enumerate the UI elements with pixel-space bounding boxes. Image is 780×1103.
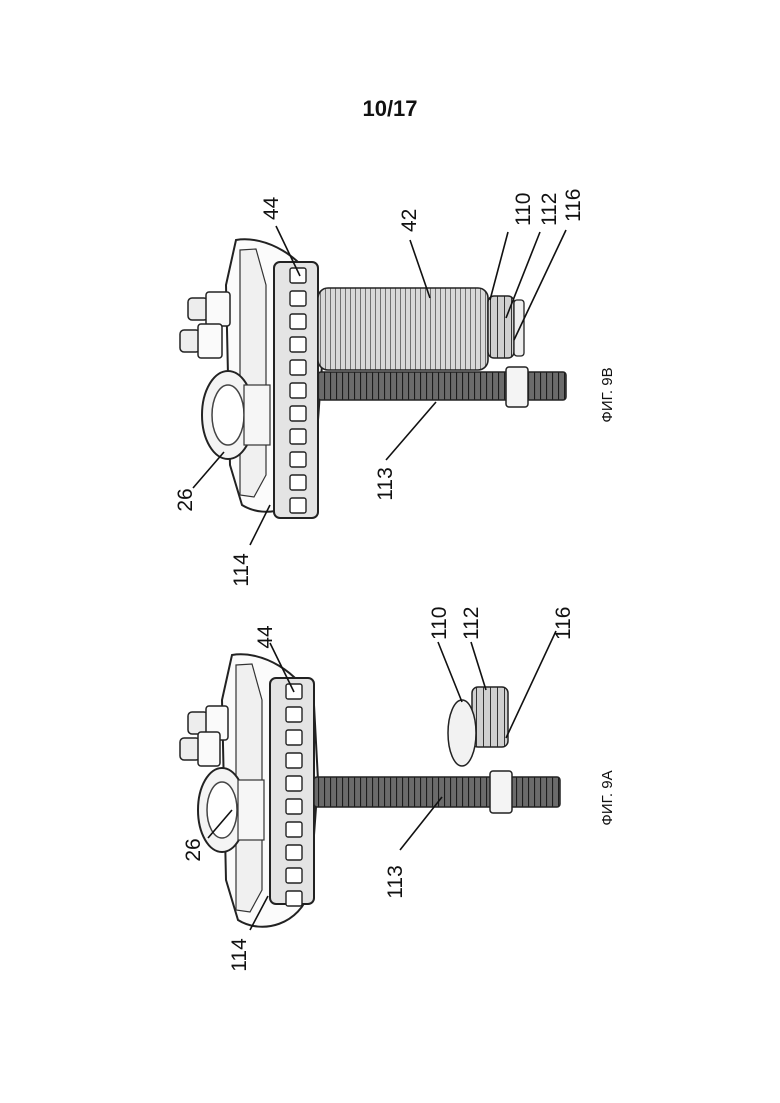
sprocket-tooth — [286, 707, 302, 722]
drive-knob — [180, 732, 220, 766]
ref-label-114: 114 — [230, 553, 253, 587]
spring — [472, 687, 508, 747]
sprocket-tooth — [290, 429, 306, 444]
ref-label-44: 44 — [260, 196, 283, 220]
end-cap — [448, 700, 476, 766]
figure-caption-9b: ФИГ. 9В — [599, 367, 616, 422]
figure-9a: 44 26 110 112 116 113 114 ФИГ. 9А — [180, 607, 616, 972]
ref-label-113: 113 — [374, 467, 397, 500]
ref-label-114: 114 — [228, 938, 251, 972]
sprocket-tooth — [286, 776, 302, 791]
ref-label-110: 110 — [512, 193, 535, 226]
nut — [490, 771, 512, 813]
spring — [488, 296, 514, 358]
ref-label-112: 112 — [460, 607, 483, 640]
ref-label-116: 116 — [552, 607, 575, 640]
sprocket-tooth — [290, 475, 306, 490]
ref-label-42: 42 — [398, 209, 421, 232]
ref-label-110: 110 — [428, 607, 451, 640]
nut — [506, 367, 528, 407]
sprocket-tooth — [286, 822, 302, 837]
sprocket-tooth — [290, 314, 306, 329]
ref-label-26: 26 — [174, 488, 197, 511]
coil-spring — [318, 288, 488, 370]
sprocket-tooth — [286, 753, 302, 768]
sprocket-tooth — [290, 337, 306, 352]
sprocket-tooth — [286, 891, 302, 906]
sprocket-tooth — [286, 799, 302, 814]
figure-9b: 44 42 110 112 116 26 113 114 ФИГ. 9В — [174, 189, 616, 587]
ref-label-116: 116 — [562, 189, 585, 222]
sprocket-tooth — [290, 383, 306, 398]
ref-label-26: 26 — [182, 838, 205, 861]
sprocket-tooth — [290, 498, 306, 513]
drive-knob — [188, 292, 230, 326]
sprocket-teeth — [290, 268, 306, 513]
figure-caption-9a: ФИГ. 9А — [599, 770, 616, 825]
sprocket-tooth — [290, 406, 306, 421]
drive-knob — [180, 324, 222, 358]
sprocket-tooth — [286, 730, 302, 745]
sprocket-tooth — [290, 452, 306, 467]
ref-label-112: 112 — [538, 193, 561, 226]
threaded-rod — [318, 372, 566, 400]
sprocket-tooth — [286, 868, 302, 883]
base-plate-flange — [240, 249, 266, 497]
sprocket-tooth — [290, 291, 306, 306]
sprocket-tooth — [290, 360, 306, 375]
ref-label-113: 113 — [384, 865, 407, 898]
ref-label-44: 44 — [254, 625, 277, 649]
sprocket-tooth — [286, 845, 302, 860]
